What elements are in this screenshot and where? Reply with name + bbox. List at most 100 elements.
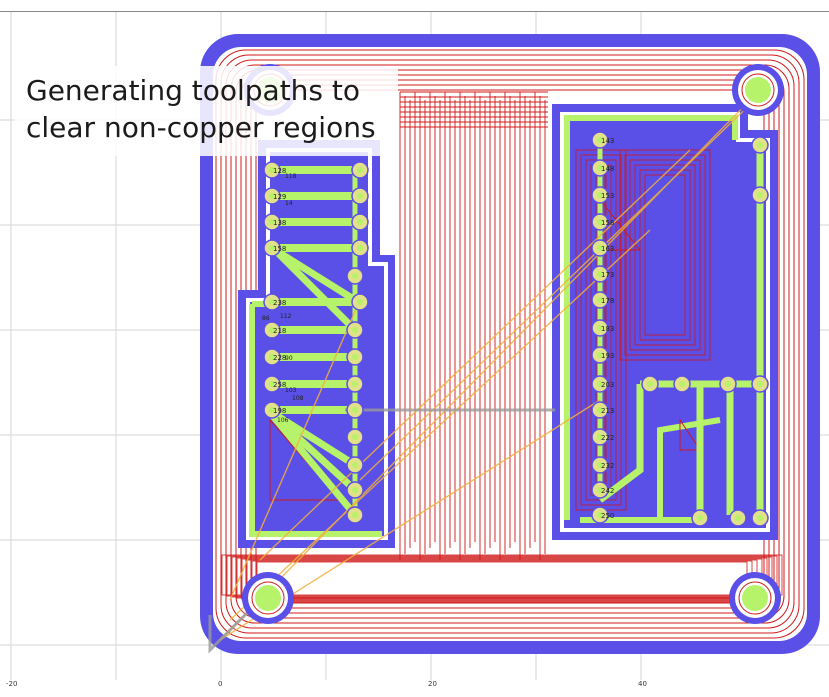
toolpath-line bbox=[639, 169, 691, 341]
pad-hole bbox=[357, 167, 363, 173]
pad bbox=[346, 506, 364, 524]
pad bbox=[346, 321, 364, 339]
pad-small-label: 106 bbox=[277, 417, 289, 424]
pad-hole bbox=[269, 354, 275, 360]
toolpath-line bbox=[644, 174, 686, 336]
pad: 128 bbox=[263, 161, 286, 179]
pad-label: 129 bbox=[273, 193, 286, 201]
pad-hole bbox=[352, 487, 358, 493]
pad: 178 bbox=[591, 291, 614, 309]
pad bbox=[346, 456, 364, 474]
pad-hole bbox=[357, 245, 363, 251]
pad: 222 bbox=[591, 428, 614, 446]
pad-hole bbox=[597, 407, 603, 413]
pad bbox=[719, 375, 737, 393]
pad: 258 bbox=[263, 375, 286, 393]
pad: 153 bbox=[591, 186, 614, 204]
pad bbox=[351, 213, 369, 231]
caption-overlay: Generating toolpaths to clear non-copper… bbox=[14, 66, 398, 156]
pad-small-label: 112 bbox=[280, 313, 292, 320]
pad-label: 238 bbox=[273, 299, 286, 307]
pad-label: 250 bbox=[601, 512, 614, 520]
pad-label: 148 bbox=[601, 165, 614, 173]
pad: 218 bbox=[263, 321, 286, 339]
pad: 228 bbox=[263, 348, 286, 366]
pad-hole bbox=[597, 245, 603, 251]
pad-label: 222 bbox=[601, 434, 614, 442]
pad bbox=[673, 375, 691, 393]
pad: 173 bbox=[591, 265, 614, 283]
pad-hole bbox=[352, 512, 358, 518]
pad-hole bbox=[269, 407, 275, 413]
viewport-border bbox=[0, 11, 829, 12]
pad-label: 138 bbox=[273, 219, 286, 227]
trace bbox=[640, 145, 764, 515]
pad-hole bbox=[757, 192, 763, 198]
pad-label: 178 bbox=[601, 297, 614, 305]
pad-label: 218 bbox=[273, 327, 286, 335]
pad-hole bbox=[757, 381, 763, 387]
pad: 242 bbox=[591, 481, 614, 499]
pad bbox=[346, 348, 364, 366]
pad-hole bbox=[269, 299, 275, 305]
pad bbox=[346, 267, 364, 285]
pad-label: 183 bbox=[601, 325, 614, 333]
pad-label: 213 bbox=[601, 407, 614, 415]
pad-hole bbox=[597, 297, 603, 303]
x-tick-label: -20 bbox=[6, 680, 18, 688]
pad-small-label: 118 bbox=[285, 173, 297, 180]
pad: 158 bbox=[591, 213, 614, 231]
x-tick-label: 0 bbox=[218, 680, 223, 688]
trace bbox=[273, 247, 357, 303]
pad-hole bbox=[757, 515, 763, 521]
pad-hole bbox=[679, 381, 685, 387]
pad-hole bbox=[269, 245, 275, 251]
caption-line-1: Generating toolpaths to bbox=[26, 74, 361, 107]
toolpath-ring bbox=[225, 59, 795, 629]
pads: 1281291381582382182282581981431481531581… bbox=[262, 131, 769, 527]
pad: 193 bbox=[591, 346, 614, 364]
trace bbox=[266, 407, 357, 468]
pad bbox=[751, 375, 769, 393]
gray-traces bbox=[208, 408, 555, 654]
pad: 203 bbox=[591, 375, 614, 393]
pad-hole bbox=[269, 327, 275, 333]
pad bbox=[641, 375, 659, 393]
pad-hole bbox=[352, 462, 358, 468]
toolpath-line bbox=[619, 149, 711, 361]
toolpath-line bbox=[221, 554, 783, 596]
pad: 250 bbox=[591, 506, 614, 524]
pad-small-label: 14 bbox=[285, 200, 293, 207]
pad-label: 232 bbox=[601, 462, 614, 470]
pad: 198 bbox=[263, 401, 286, 419]
pad bbox=[691, 509, 709, 527]
pad-hole bbox=[269, 219, 275, 225]
pad-hole bbox=[597, 487, 603, 493]
pad-label: 163 bbox=[601, 245, 614, 253]
pad bbox=[729, 509, 747, 527]
pad-hole bbox=[597, 462, 603, 468]
pad-hole bbox=[597, 434, 603, 440]
pad-label: 173 bbox=[601, 271, 614, 279]
pad bbox=[351, 161, 369, 179]
pad bbox=[751, 186, 769, 204]
pad-label: 153 bbox=[601, 192, 614, 200]
pad-hole bbox=[757, 142, 763, 148]
pad-hole bbox=[597, 381, 603, 387]
pad: 148 bbox=[591, 159, 614, 177]
toolpath-ring bbox=[215, 49, 805, 639]
pad-hole bbox=[647, 381, 653, 387]
pad: 232 bbox=[591, 456, 614, 474]
pad bbox=[346, 428, 364, 446]
pad-hole bbox=[269, 381, 275, 387]
pad-hole bbox=[352, 327, 358, 333]
pad: 163 bbox=[591, 239, 614, 257]
pad-hole bbox=[697, 515, 703, 521]
trace bbox=[597, 384, 644, 503]
toolpath-ring bbox=[235, 69, 785, 619]
pad bbox=[346, 375, 364, 393]
pad-hole bbox=[597, 165, 603, 171]
trace bbox=[272, 247, 358, 333]
